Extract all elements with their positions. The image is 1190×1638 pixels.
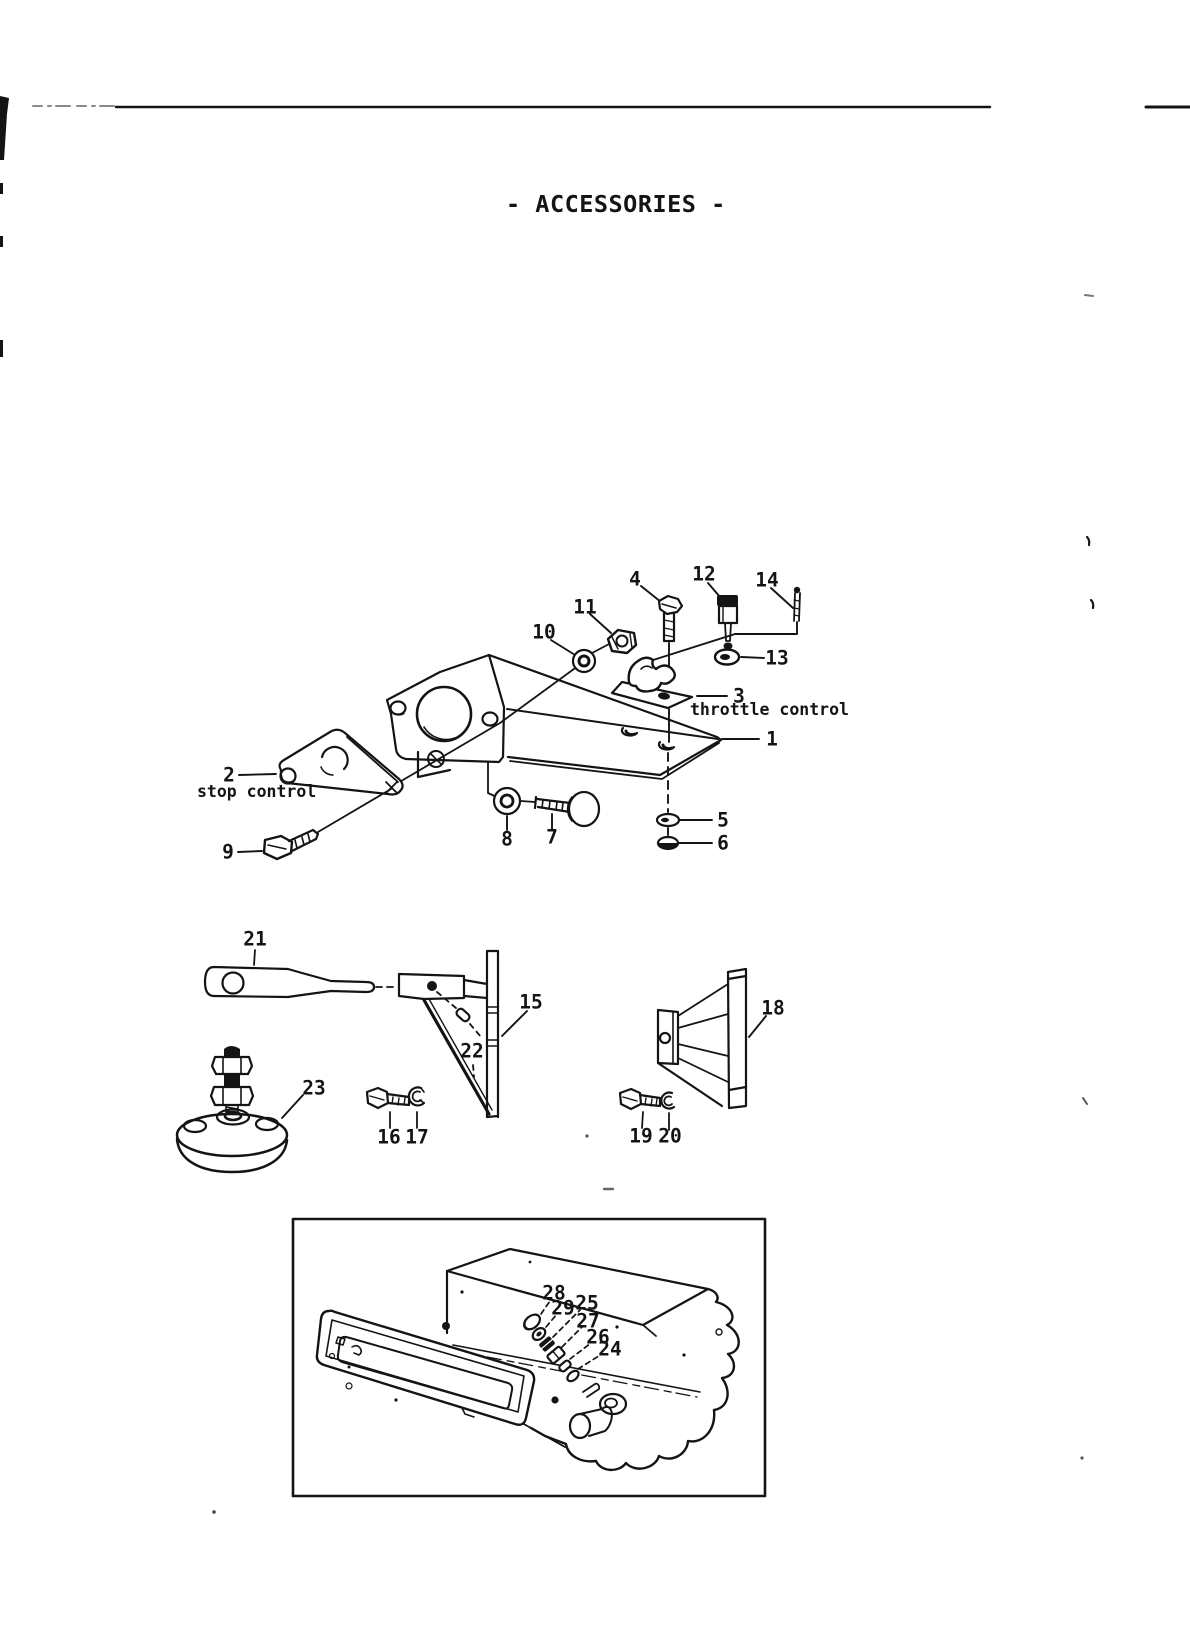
control-rod-part-21 bbox=[203, 949, 397, 999]
plug-and-pin-parts bbox=[523, 1300, 603, 1383]
cable-clamp-part-3 bbox=[610, 656, 694, 710]
callout-12: 12 bbox=[692, 562, 716, 586]
callout-1: 1 bbox=[766, 727, 778, 751]
engine-block bbox=[442, 1247, 740, 1472]
adjuster-part-12 bbox=[717, 595, 739, 650]
callout-13: 13 bbox=[765, 646, 789, 670]
callout-4: 4 bbox=[629, 567, 641, 591]
page-title: - ACCESSORIES - bbox=[506, 190, 726, 218]
washer-part-8 bbox=[492, 786, 522, 816]
callout-9: 9 bbox=[222, 840, 234, 864]
callout-29: 29 bbox=[551, 1296, 575, 1320]
callout-6: 6 bbox=[717, 831, 729, 855]
callout-11: 11 bbox=[573, 595, 597, 619]
bracket-part-18 bbox=[656, 967, 767, 1110]
callout-2: 2 bbox=[223, 763, 235, 787]
callout-21: 21 bbox=[243, 927, 267, 951]
bolt-part-4 bbox=[657, 594, 684, 643]
washer-part-13 bbox=[713, 648, 741, 666]
bolt-part-16 bbox=[365, 1086, 411, 1129]
throttle-stop-assembly-drawing bbox=[237, 582, 801, 861]
callout-28: 28 bbox=[542, 1281, 566, 1305]
leader-lines-bottom bbox=[540, 1300, 603, 1370]
sleeve-part-27 bbox=[546, 1345, 566, 1365]
lock-washer-part-17 bbox=[407, 1086, 426, 1129]
callout-25: 25 bbox=[575, 1291, 599, 1315]
figure-box bbox=[291, 1217, 767, 1498]
callout-7: 7 bbox=[546, 825, 558, 849]
callout-27: 27 bbox=[576, 1309, 600, 1333]
washer-part-5 bbox=[655, 812, 681, 828]
main-bracket-part-1 bbox=[385, 653, 723, 801]
bolt-part-7 bbox=[520, 790, 601, 828]
nut-part-11 bbox=[606, 628, 638, 655]
washer-part-29 bbox=[531, 1326, 547, 1342]
mount-foot-part-23 bbox=[175, 1046, 304, 1174]
callout-15: 15 bbox=[519, 990, 543, 1014]
callout-22: 22 bbox=[460, 1039, 484, 1063]
callout-16: 16 bbox=[377, 1125, 401, 1149]
callout-20: 20 bbox=[658, 1124, 682, 1148]
callout-10: 10 bbox=[532, 620, 556, 644]
callout-26: 26 bbox=[586, 1325, 610, 1349]
callout-8: 8 bbox=[501, 827, 513, 851]
callout-17: 17 bbox=[405, 1125, 429, 1149]
callout-23: 23 bbox=[302, 1076, 326, 1100]
pin-part-26 bbox=[558, 1359, 572, 1373]
callout-19: 19 bbox=[629, 1124, 653, 1148]
part-label-throttle-control: throttle control bbox=[690, 700, 849, 719]
pin-part-22 bbox=[436, 991, 482, 1078]
bolt-part-9 bbox=[262, 788, 392, 861]
washer-part-6 bbox=[656, 835, 680, 851]
callout-3: 3 bbox=[733, 684, 745, 708]
side-cover-plate bbox=[315, 1309, 536, 1426]
bracket-part-15 bbox=[422, 949, 528, 1119]
lock-washer-part-20 bbox=[660, 1091, 676, 1131]
nut-part-25 bbox=[539, 1336, 555, 1352]
lever-block bbox=[397, 972, 489, 1001]
pin-part-14 bbox=[793, 586, 801, 622]
washer-part-10 bbox=[571, 648, 597, 674]
part-label-stop-control: stop control bbox=[197, 782, 317, 801]
callout-18: 18 bbox=[761, 996, 785, 1020]
plug-part-24 bbox=[566, 1369, 580, 1383]
engine-block-cover-drawing bbox=[291, 1217, 767, 1498]
rod-bracket-hardware-drawing bbox=[175, 949, 767, 1174]
callout-24: 24 bbox=[598, 1337, 622, 1361]
bolt-part-19 bbox=[618, 1087, 662, 1129]
callout-5: 5 bbox=[717, 808, 729, 832]
callout-14: 14 bbox=[755, 568, 779, 592]
plug-part-28 bbox=[523, 1313, 541, 1331]
scan-artifacts bbox=[0, 96, 1190, 1514]
stop-bracket-part-2 bbox=[278, 728, 404, 796]
